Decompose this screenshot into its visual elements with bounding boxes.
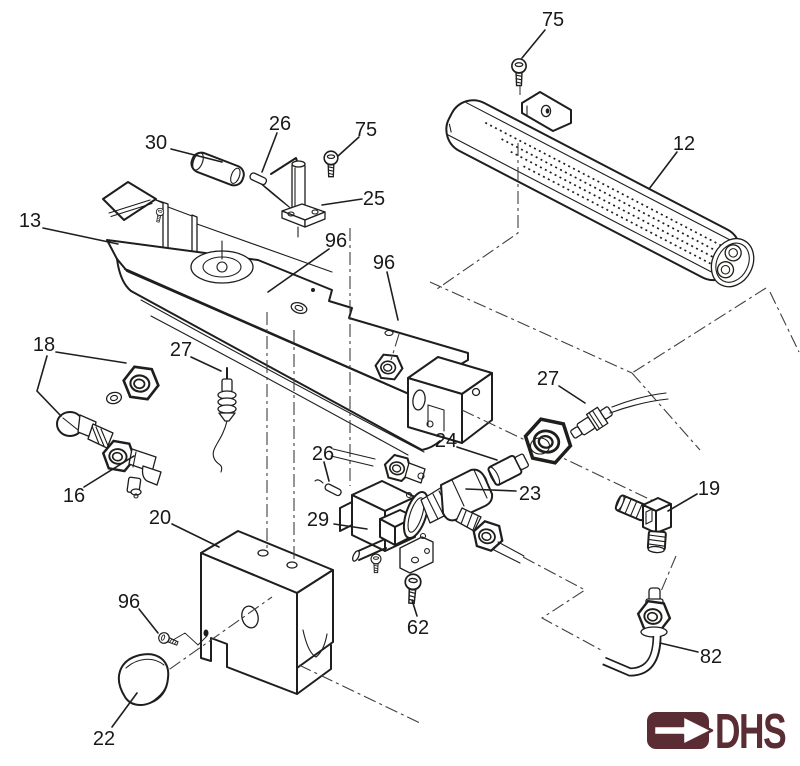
part-label-24: 24 — [435, 430, 457, 452]
electrode-27-left — [212, 367, 237, 473]
elbow-19 — [614, 494, 672, 554]
pin-26-top — [249, 172, 268, 186]
part-label-16: 16 — [63, 485, 85, 507]
screw-75-burner — [511, 58, 527, 87]
part-label-27: 27 — [170, 339, 192, 361]
screw-96-knob — [156, 630, 208, 649]
part-label-96: 96 — [373, 252, 395, 274]
gas-valve-29 — [339, 480, 434, 574]
part-label-75: 75 — [542, 9, 564, 31]
coupling-nut — [519, 415, 577, 467]
part-label-20: 20 — [149, 507, 171, 529]
part-label-26: 26 — [312, 443, 334, 465]
part-label-12: 12 — [673, 133, 695, 155]
fitting-16 — [99, 438, 162, 499]
part-label-27: 27 — [537, 368, 559, 390]
knob-22 — [117, 653, 170, 706]
supply-tube-82 — [600, 587, 673, 677]
construction-lines — [149, 82, 800, 724]
part-label-25: 25 — [363, 188, 385, 210]
pilot-fitting — [330, 448, 426, 484]
pin-26-center — [314, 479, 342, 497]
bracket-hole — [286, 561, 298, 569]
part-labels: 75 12 30 26 75 25 13 96 96 18 27 27 24 1… — [19, 9, 722, 750]
part-label-96: 96 — [325, 230, 347, 252]
part-label-62: 62 — [407, 617, 429, 639]
dhs-logo: DHS — [647, 704, 787, 759]
part-label-26: 26 — [269, 113, 291, 135]
thermocouple-27-right — [570, 392, 669, 439]
wire-sleeve-30 — [190, 151, 245, 187]
igniter-25 — [251, 157, 326, 238]
leader-lines — [36, 29, 699, 728]
burner-tube-12 — [445, 99, 755, 288]
bracket-hole — [257, 549, 269, 557]
control-bracket-20 — [200, 530, 334, 695]
part-label-22: 22 — [93, 728, 115, 750]
dhs-arrow-icon — [652, 714, 714, 747]
logo-text: DHS — [715, 704, 785, 759]
part-label-96: 96 — [118, 591, 140, 613]
fitting-group-18 — [56, 364, 162, 449]
valve-body-23 — [420, 468, 525, 564]
part-label-13: 13 — [19, 210, 41, 232]
support-bracket-13 — [102, 181, 493, 456]
screw-62 — [402, 572, 423, 605]
screw-75-igniter — [323, 150, 339, 178]
part-label-29: 29 — [307, 509, 329, 531]
part-label-19: 19 — [698, 478, 720, 500]
part-label-82: 82 — [700, 646, 722, 668]
part-label-23: 23 — [519, 483, 541, 505]
burner-mount-bracket — [521, 91, 572, 132]
part-label-75: 75 — [355, 119, 377, 141]
part-label-30: 30 — [145, 132, 167, 154]
part-label-18: 18 — [33, 334, 55, 356]
